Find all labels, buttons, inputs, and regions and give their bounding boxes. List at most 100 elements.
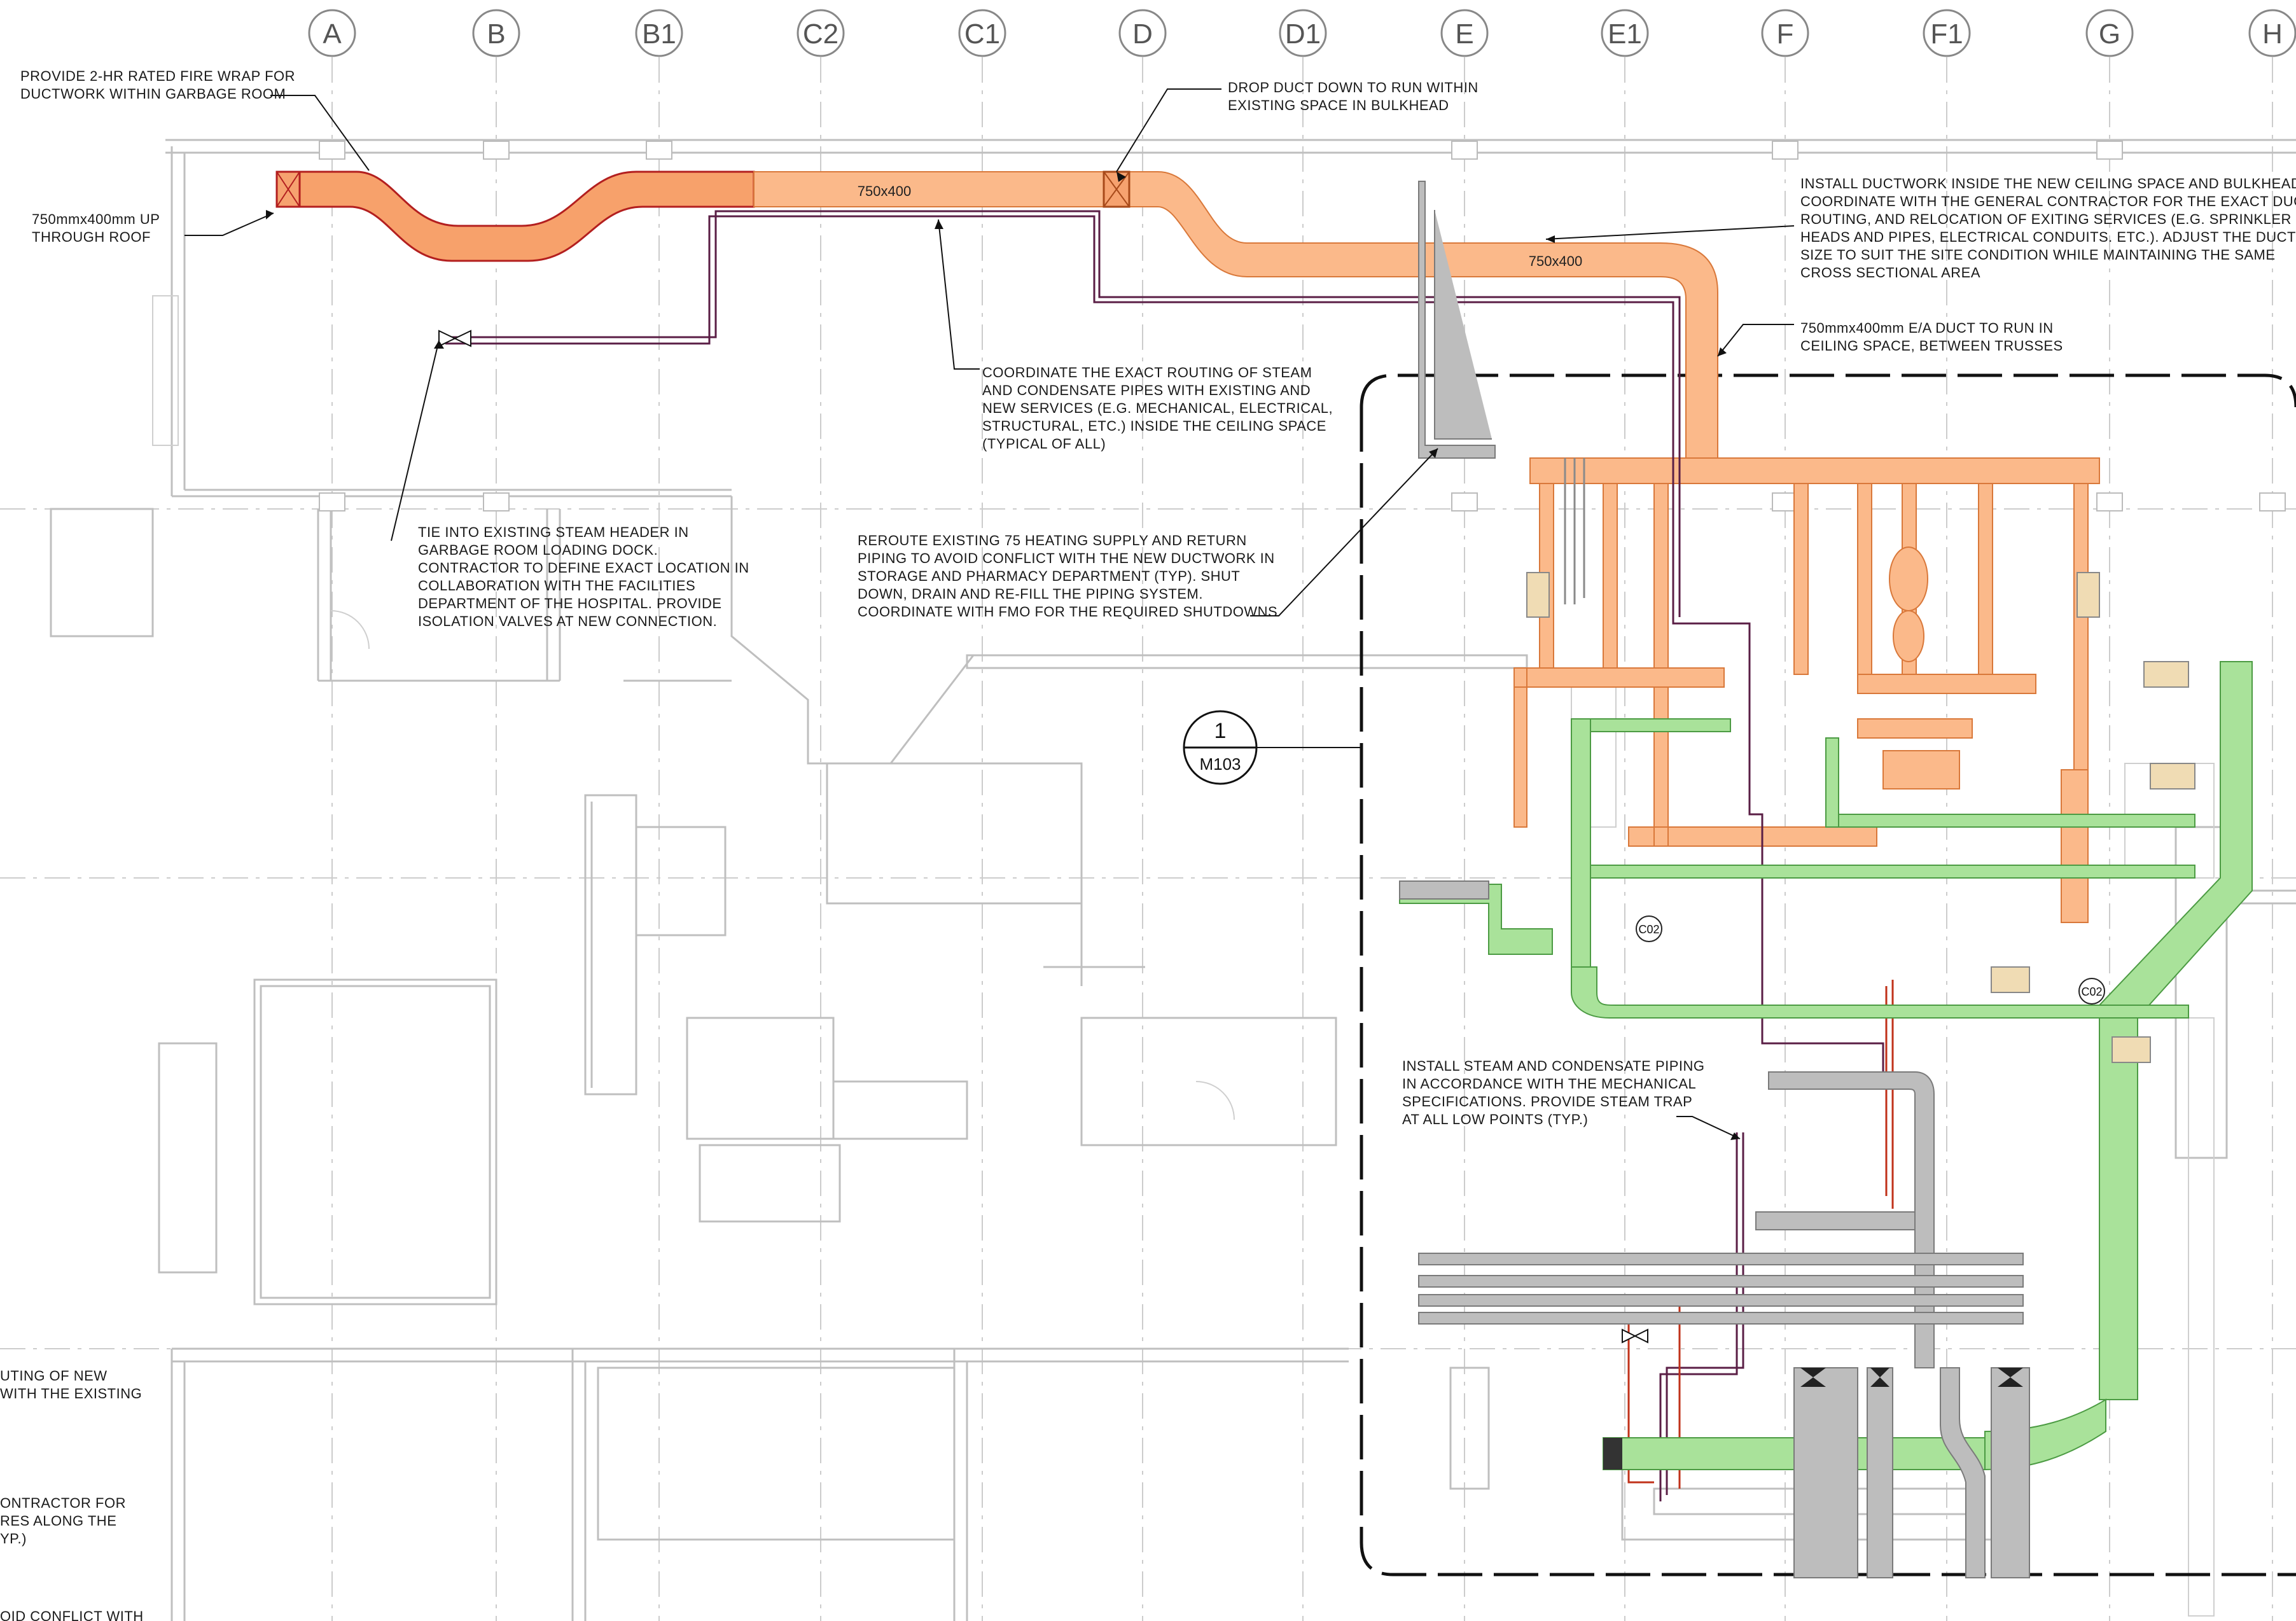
note-tie-into-line-3: CONTRACTOR TO DEFINE EXACT LOCATION IN: [418, 560, 749, 576]
note-tie-into-line-4: COLLABORATION WITH THE FACILITIES: [418, 578, 695, 594]
grid-bubble-e: E: [1440, 9, 1489, 57]
supply-duct-riser: [2099, 661, 2253, 1400]
supply-air-terminal-2: [2150, 763, 2195, 790]
steam-condensate-piping: [438, 210, 1894, 1501]
note-ea-duct: 750mmx400mm E/A DUCT TO RUN IN CEILING S…: [1800, 320, 2063, 354]
note-reroute-line-2: PIPING TO AVOID CONFLICT WITH THE NEW DU…: [858, 550, 1275, 566]
existing-duct-5: [1418, 1294, 2024, 1307]
equipment-tag-1: C02: [1636, 915, 1662, 942]
exhaust-branch-5: [1857, 483, 1872, 688]
grid-bubble-b1: B1: [635, 9, 683, 57]
grid-bubble-a: A: [308, 9, 356, 57]
note-left-fragment-2-line-2: RES ALONG THE: [0, 1513, 116, 1529]
fire-wrapped-duct: [275, 170, 755, 262]
note-fire-wrap-line-1: PROVIDE 2-HR RATED FIRE WRAP FOR: [20, 68, 295, 84]
supply-air-terminal-4: [2112, 1036, 2151, 1063]
architectural-background: [50, 139, 2296, 1621]
note-coordinate-steam: COORDINATE THE EXACT ROUTING OF STEAM AN…: [982, 365, 1333, 452]
grid-bubble-c2: C2: [797, 9, 845, 57]
existing-duct-7: [1793, 1367, 1858, 1578]
grid-bubble-c1: C1: [958, 9, 1006, 57]
existing-duct-11: [1399, 880, 1489, 900]
note-fire-wrap-line-2: DUCTWORK WITHIN GARBAGE ROOM: [20, 86, 286, 102]
note-install-ductwork-line-5: SIZE TO SUIT THE SITE CONDITION WHILE MA…: [1800, 247, 2276, 263]
note-coordinate-steam-line-5: (TYPICAL OF ALL): [982, 436, 1106, 452]
grid-label-e: E: [1455, 18, 1473, 50]
existing-duct-9: [1940, 1367, 1986, 1578]
grid-bubbles: A B B1 C2 C1 D D1 E: [308, 9, 2296, 57]
existing-duct-2: [1755, 1211, 1916, 1230]
note-coordinate-steam-line-2: AND CONDENSATE PIPES WITH EXISTING AND: [982, 382, 1311, 398]
note-drop-duct-line-1: DROP DUCT DOWN TO RUN WITHIN: [1228, 80, 1478, 95]
note-left-fragment-2-line-3: YP.): [0, 1531, 27, 1547]
note-install-ductwork-line-6: CROSS SECTIONAL AREA: [1800, 265, 1980, 281]
grid-label-h: H: [2262, 18, 2283, 50]
existing-duct-3: [1418, 1253, 2024, 1265]
equipment-tag-2-text: C02: [2081, 985, 2102, 998]
note-drop-duct: DROP DUCT DOWN TO RUN WITHIN EXISTING SP…: [1228, 80, 1478, 113]
note-install-steam-line-2: IN ACCORDANCE WITH THE MECHANICAL: [1402, 1076, 1696, 1092]
detail-callout[interactable]: 1 M103: [1183, 710, 1361, 785]
note-leaders: [184, 88, 1795, 1140]
grid-bubble-e1: E1: [1601, 9, 1649, 57]
exhaust-fan-unit-1: [1526, 572, 1550, 618]
supply-duct-loop: [1571, 718, 2195, 968]
exhaust-branch-2: [1603, 483, 1618, 675]
equipment-tag-2: C02: [2078, 978, 2105, 1005]
damper-symbols: [1800, 1368, 2023, 1387]
grid-bubble-f: F: [1761, 9, 1809, 57]
note-roof-duct: 750mmx400mm UP THROUGH ROOF: [32, 211, 160, 245]
note-reroute-line-1: REROUTE EXISTING 75 HEATING SUPPLY AND R…: [858, 532, 1247, 548]
grid-bubble-h: H: [2248, 9, 2296, 57]
note-ea-duct-line-1: 750mmx400mm E/A DUCT TO RUN IN: [1800, 320, 2054, 336]
existing-duct-6: [1418, 1312, 2024, 1325]
note-install-ductwork: INSTALL DUCTWORK INSIDE THE NEW CEILING …: [1800, 176, 2296, 281]
note-reroute-line-3: STORAGE AND PHARMACY DEPARTMENT (TYP). S…: [858, 568, 1240, 584]
note-fire-wrap: PROVIDE 2-HR RATED FIRE WRAP FOR DUCTWOR…: [20, 68, 295, 102]
note-left-fragment-3: OID CONFLICT WITH: [0, 1608, 143, 1621]
note-install-ductwork-line-3: ROUTING, AND RELOCATION OF EXITING SERVI…: [1800, 211, 2292, 227]
exhaust-branch-7: [1978, 483, 1993, 688]
exhaust-transition: [1889, 546, 1928, 611]
note-tie-into-line-2: GARBAGE ROOM LOADING DOCK.: [418, 542, 658, 558]
note-ea-duct-line-2: CEILING SPACE, BETWEEN TRUSSES: [1800, 338, 2063, 354]
supply-duct-existing-tap: [1399, 884, 1553, 955]
note-roof-duct-line-1: 750mmx400mm UP: [32, 211, 160, 227]
existing-duct-8: [1867, 1367, 1893, 1578]
note-left-fragment-1-line-1: UTING OF NEW: [0, 1368, 108, 1384]
grid-bubble-d1: D1: [1279, 9, 1327, 57]
note-left-fragment-2-line-1: ONTRACTOR FOR: [0, 1495, 126, 1511]
exhaust-branch-8: [2073, 483, 2089, 770]
grid-label-g: G: [2099, 18, 2120, 50]
supply-air-terminal-3: [1991, 966, 2030, 993]
note-left-fragment-1: UTING OF NEW WITH THE EXISTING: [0, 1368, 142, 1402]
note-tie-into: TIE INTO EXISTING STEAM HEADER IN GARBAG…: [418, 524, 749, 629]
grid-label-d: D: [1132, 18, 1153, 50]
note-install-ductwork-line-1: INSTALL DUCTWORK INSIDE THE NEW CEILING …: [1800, 176, 2296, 191]
grid-label-d1: D1: [1285, 18, 1321, 50]
exhaust-transition-2: [1893, 610, 1924, 662]
supply-air-terminal-1: [2143, 661, 2189, 688]
structural-column-markers: [319, 141, 2286, 511]
note-install-steam-line-1: INSTALL STEAM AND CONDENSATE PIPING: [1402, 1058, 1705, 1074]
note-install-steam-line-3: SPECIFICATIONS. PROVIDE STEAM TRAP: [1402, 1094, 1692, 1110]
note-coordinate-steam-line-1: COORDINATE THE EXACT ROUTING OF STEAM: [982, 365, 1312, 380]
note-drop-duct-line-2: EXISTING SPACE IN BULKHEAD: [1228, 97, 1449, 113]
exhaust-duct-main: [753, 171, 1718, 465]
note-tie-into-line-1: TIE INTO EXISTING STEAM HEADER IN: [418, 524, 689, 540]
duct-size-label-1: 750x400: [858, 183, 911, 199]
grid-bubble-f1: F1: [1923, 9, 1971, 57]
note-tie-into-line-5: DEPARTMENT OF THE HOSPITAL. PROVIDE: [418, 595, 722, 611]
exhaust-duct-header: [1529, 457, 2100, 484]
equipment-tag-1-text: C02: [1638, 923, 1659, 936]
grid-label-f: F: [1777, 18, 1794, 50]
grid-label-b1: B1: [642, 18, 676, 50]
grid-label-a: A: [323, 18, 342, 50]
existing-duct-riser: [1418, 181, 1496, 459]
note-reroute-line-4: DOWN, DRAIN AND RE-FILL THE PIPING SYSTE…: [858, 586, 1203, 602]
note-install-ductwork-line-2: COORDINATE WITH THE GENERAL CONTRACTOR F…: [1800, 193, 2296, 209]
note-install-steam-line-4: AT ALL LOW POINTS (TYP.): [1402, 1111, 1588, 1127]
supply-duct-horizontal: [1571, 966, 2189, 1019]
exhaust-duct-lower: [1513, 667, 2089, 923]
